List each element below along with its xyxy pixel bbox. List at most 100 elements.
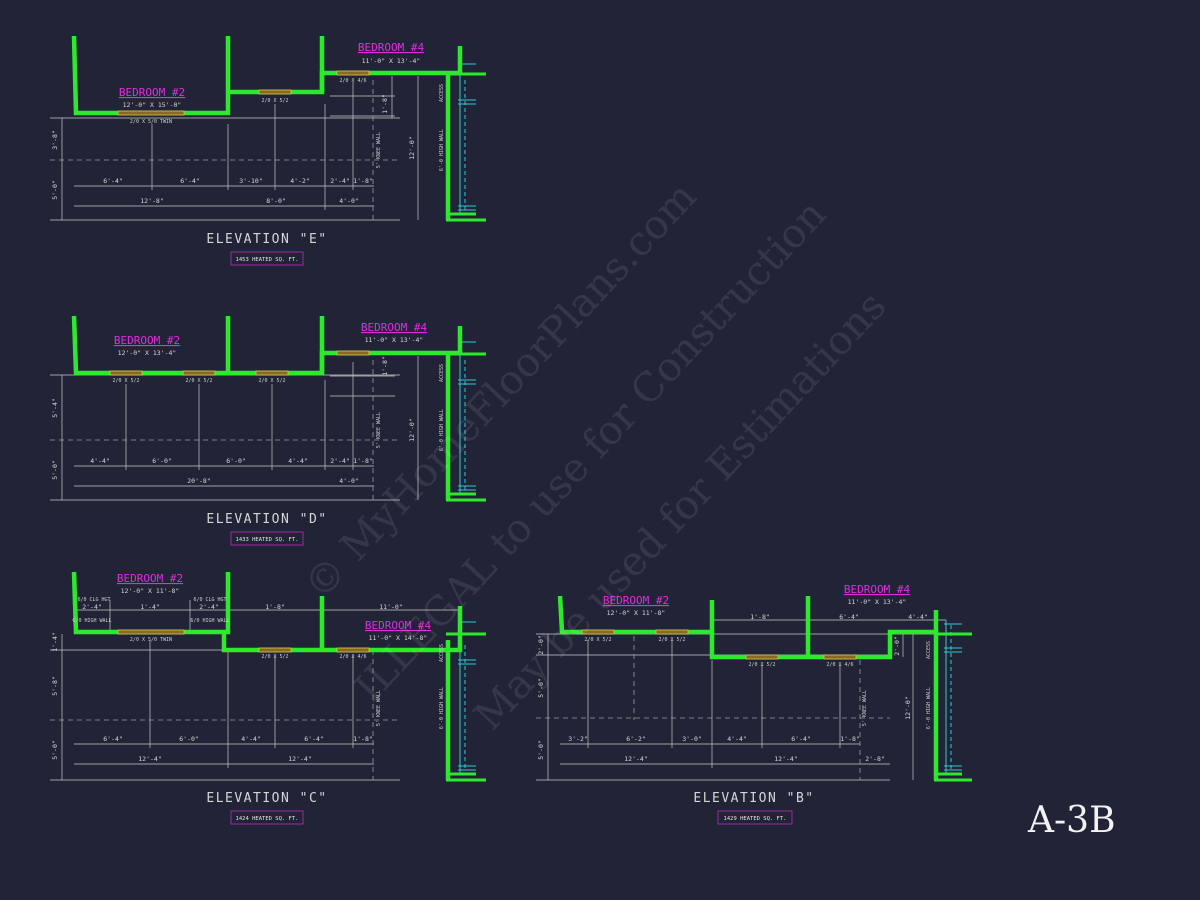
dimension: 2'-8" bbox=[865, 755, 885, 763]
dimension: 6'-4" bbox=[839, 613, 859, 621]
dimension: 5'-0" bbox=[537, 678, 545, 698]
knee-wall-label: 5' KNEE WALL bbox=[376, 412, 382, 448]
dimension: 2'-0" bbox=[893, 636, 901, 656]
room-size: 12'-0" X 11'-8" bbox=[121, 587, 180, 595]
heated-area: 1424 HEATED SQ. FT. bbox=[236, 816, 299, 822]
elevation-title: ELEVATION "B" bbox=[693, 791, 814, 806]
dimension: 5'-4" bbox=[51, 398, 59, 418]
room-size: 12'-0" X 11'-8" bbox=[607, 609, 666, 617]
high-wall-label: 6'-0 HIGH WALL bbox=[439, 409, 445, 451]
window-label: 2/0 X 4/6 bbox=[826, 662, 853, 668]
dimension: 12'-8" bbox=[140, 197, 163, 205]
room-name: BEDROOM #4 bbox=[844, 583, 911, 596]
dimension: 4'-4" bbox=[288, 457, 308, 465]
watermark: © MyHomeFloorPlans.com ILLEGAL to use fo… bbox=[296, 174, 896, 739]
room-name: BEDROOM #2 bbox=[114, 334, 180, 347]
dimension: 4'-4" bbox=[90, 457, 110, 465]
dimension: 12'-4" bbox=[288, 755, 311, 763]
knee-wall-label: 5' KNEE WALL bbox=[862, 690, 868, 726]
dimension: 1'-8" bbox=[353, 735, 373, 743]
dimension: 1'-4" bbox=[51, 632, 59, 652]
dimension: 6'-0" bbox=[226, 457, 246, 465]
dimension: 3'-2" bbox=[568, 735, 588, 743]
room-name: BEDROOM #2 bbox=[117, 572, 183, 585]
window-label: 2/0 X 5/2 bbox=[748, 662, 775, 668]
window-label: 2/0 X 5/2 bbox=[261, 98, 288, 104]
heated-area: 1453 HEATED SQ. FT. bbox=[236, 257, 299, 263]
dimension: 12'-4" bbox=[624, 755, 647, 763]
high-wall-label: 6/0 HIGH WALL bbox=[72, 618, 111, 624]
window-label: 2/0 X 5/2 bbox=[112, 378, 139, 384]
heated-area: 1433 HEATED SQ. FT. bbox=[236, 537, 299, 543]
window-label: 2/0 X 5/0 TWIN bbox=[130, 119, 172, 125]
access-label: ACCESS bbox=[439, 644, 445, 662]
room-size: 12'-0" X 13'-4" bbox=[118, 349, 177, 357]
dimension: 12'-0" bbox=[408, 418, 416, 441]
room-name: BEDROOM #2 bbox=[603, 594, 669, 607]
dimension: 1'-8" bbox=[353, 457, 373, 465]
dimension: 20'-8" bbox=[187, 477, 210, 485]
dimension: 12'-4" bbox=[138, 755, 161, 763]
room-name: BEDROOM #2 bbox=[119, 86, 185, 99]
dimension: 4'-2" bbox=[290, 177, 310, 185]
dimension: 3'-0" bbox=[682, 735, 702, 743]
high-wall-label: 6'-0 HIGH WALL bbox=[926, 687, 932, 729]
dimension: 4'-4" bbox=[241, 735, 261, 743]
high-wall-label: 6/0 HIGH WALL bbox=[190, 618, 229, 624]
high-wall-label: 6'-0 HIGH WALL bbox=[439, 129, 445, 171]
dimension: 2'-4" bbox=[330, 177, 350, 185]
dimension: 4'-4" bbox=[727, 735, 747, 743]
room-size: 11'-0" X 13'-4" bbox=[362, 57, 421, 65]
elevation-c: BEDROOM #2 12'-0" X 11'-8" BEDROOM #4 11… bbox=[50, 571, 486, 825]
elevation-b: BEDROOM #2 12'-0" X 11'-8" BEDROOM #4 11… bbox=[536, 583, 972, 825]
dimension: 12'-4" bbox=[774, 755, 797, 763]
dimension: 6'-4" bbox=[103, 735, 123, 743]
dimension: 2'-0" bbox=[537, 635, 545, 655]
high-wall-label: 6'-0 HIGH WALL bbox=[439, 687, 445, 729]
dimension: 1'-4" bbox=[140, 603, 160, 611]
dimension: 6'-0" bbox=[152, 457, 172, 465]
ceiling-height-label: 6/0 CLG HGT bbox=[193, 597, 226, 603]
access-label: ACCESS bbox=[439, 364, 445, 382]
elevation-title: ELEVATION "E" bbox=[206, 232, 327, 247]
window-label: 2/0 X 5/2 bbox=[658, 637, 685, 643]
room-name: BEDROOM #4 bbox=[365, 619, 432, 632]
dimension: 5'-0" bbox=[51, 460, 59, 480]
sheet-number: A-3B bbox=[1028, 800, 1116, 841]
window-label: 2/0 X 5/2 bbox=[261, 654, 288, 660]
dimension: 11'-0" bbox=[379, 603, 402, 611]
dimension: 1'-8" bbox=[750, 613, 770, 621]
room-size: 11'-0" X 13'-4" bbox=[848, 598, 907, 606]
window-label: 2/0 X 5/2 bbox=[185, 378, 212, 384]
dimension: 5'-0" bbox=[51, 740, 59, 760]
window-label: 2/0 X 5/2 bbox=[584, 637, 611, 643]
dimension: 6'-2" bbox=[626, 735, 646, 743]
dimension: 6'-4" bbox=[180, 177, 200, 185]
dimension: 6'-4" bbox=[791, 735, 811, 743]
dimension: 8'-0" bbox=[266, 197, 286, 205]
elevation-e: BEDROOM #2 12'-0" X 15'-0" BEDROOM #4 11… bbox=[50, 35, 486, 266]
dimension: 2'-4" bbox=[199, 603, 219, 611]
dimension: 3'-10" bbox=[239, 177, 262, 185]
dimension: 5'-8" bbox=[51, 676, 59, 696]
heated-area: 1429 HEATED SQ. FT. bbox=[724, 816, 787, 822]
dimension: 4'-0" bbox=[339, 477, 359, 485]
window-label: 2/0 X 4/6 bbox=[339, 654, 366, 660]
dimension: 6'-4" bbox=[304, 735, 324, 743]
window-label: 2/0 X 5/0 TWIN bbox=[130, 637, 172, 643]
dimension: 6'-0" bbox=[179, 735, 199, 743]
dimension: 1'-8" bbox=[381, 356, 389, 376]
dimension: 1'-8" bbox=[381, 94, 389, 114]
elevation-title: ELEVATION "C" bbox=[206, 791, 327, 806]
knee-wall-label: 5' KNEE WALL bbox=[376, 132, 382, 168]
dimension: 6'-4" bbox=[103, 177, 123, 185]
access-label: ACCESS bbox=[439, 84, 445, 102]
dimension: 1'-8" bbox=[265, 603, 285, 611]
dimension: 12'-0" bbox=[408, 136, 416, 159]
room-size: 12'-0" X 15'-0" bbox=[123, 101, 182, 109]
elevation-title: ELEVATION "D" bbox=[206, 512, 327, 527]
dimension: 1'-8" bbox=[353, 177, 373, 185]
room-name: BEDROOM #4 bbox=[358, 41, 425, 54]
access-label: ACCESS bbox=[926, 641, 932, 659]
